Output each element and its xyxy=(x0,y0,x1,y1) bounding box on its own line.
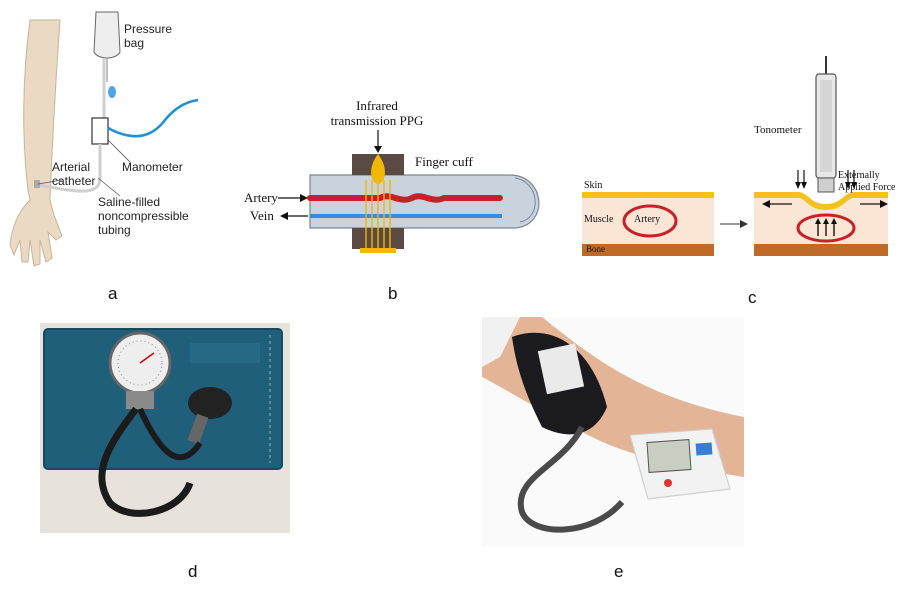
manometer-box xyxy=(91,117,109,145)
signal-cable xyxy=(107,98,199,138)
label-artery-c: Artery xyxy=(634,214,661,225)
label-arterial-catheter: Arterial catheter xyxy=(52,160,96,188)
drip-bulb xyxy=(108,86,116,98)
panel-a-diagram xyxy=(9,11,199,267)
ppg-emitter xyxy=(371,154,385,184)
label-tonometer: Tonometer xyxy=(754,124,802,136)
saline-tubing xyxy=(37,144,102,193)
label-tubing: Saline-filled noncompressible tubing xyxy=(98,195,189,237)
panel-label-d: d xyxy=(188,562,198,581)
bone-layer-left xyxy=(582,244,714,256)
inflation-bulb xyxy=(188,387,232,419)
label-finger-cuff: Finger cuff xyxy=(415,154,473,169)
artery-right xyxy=(796,213,856,243)
panel-c-diagram xyxy=(582,56,888,256)
finger xyxy=(309,174,540,229)
label-pressure-bag: Pressure bag xyxy=(124,22,173,50)
panel-label-e: e xyxy=(614,562,624,581)
panel-b-diagram xyxy=(278,130,540,253)
panel-label-b: b xyxy=(388,284,398,303)
bp-cuff xyxy=(44,329,282,469)
skin-layer-right xyxy=(754,192,888,210)
arm xyxy=(9,19,63,267)
label-artery-b: Artery xyxy=(244,190,278,205)
label-bone: Bone xyxy=(586,244,605,254)
panel-label-a: a xyxy=(108,284,118,303)
pressure-bag xyxy=(93,11,121,59)
label-external-force: Externally Applied Force xyxy=(838,170,896,193)
label-ppg: Infrared transmission PPG xyxy=(330,98,424,128)
monitor-screen xyxy=(646,439,692,473)
skin-layer-left xyxy=(582,192,714,198)
muscle-layer-right xyxy=(754,198,888,244)
hose xyxy=(98,406,194,517)
ppg-rays xyxy=(365,180,391,248)
label-muscle: Muscle xyxy=(584,214,614,225)
label-skin: Skin xyxy=(584,180,603,191)
ppg-detector xyxy=(360,248,396,253)
panel-e-photo xyxy=(482,317,744,547)
artery-left xyxy=(622,204,678,238)
tonometer-tip xyxy=(817,177,835,193)
bone-layer-right xyxy=(754,244,888,256)
artery-vessel xyxy=(307,193,503,203)
cuff-tube xyxy=(517,425,625,533)
panel-d-photo xyxy=(40,323,290,533)
panel-label-c: c xyxy=(748,288,757,307)
label-vein-b: Vein xyxy=(250,208,274,223)
label-manometer: Manometer xyxy=(122,160,183,174)
